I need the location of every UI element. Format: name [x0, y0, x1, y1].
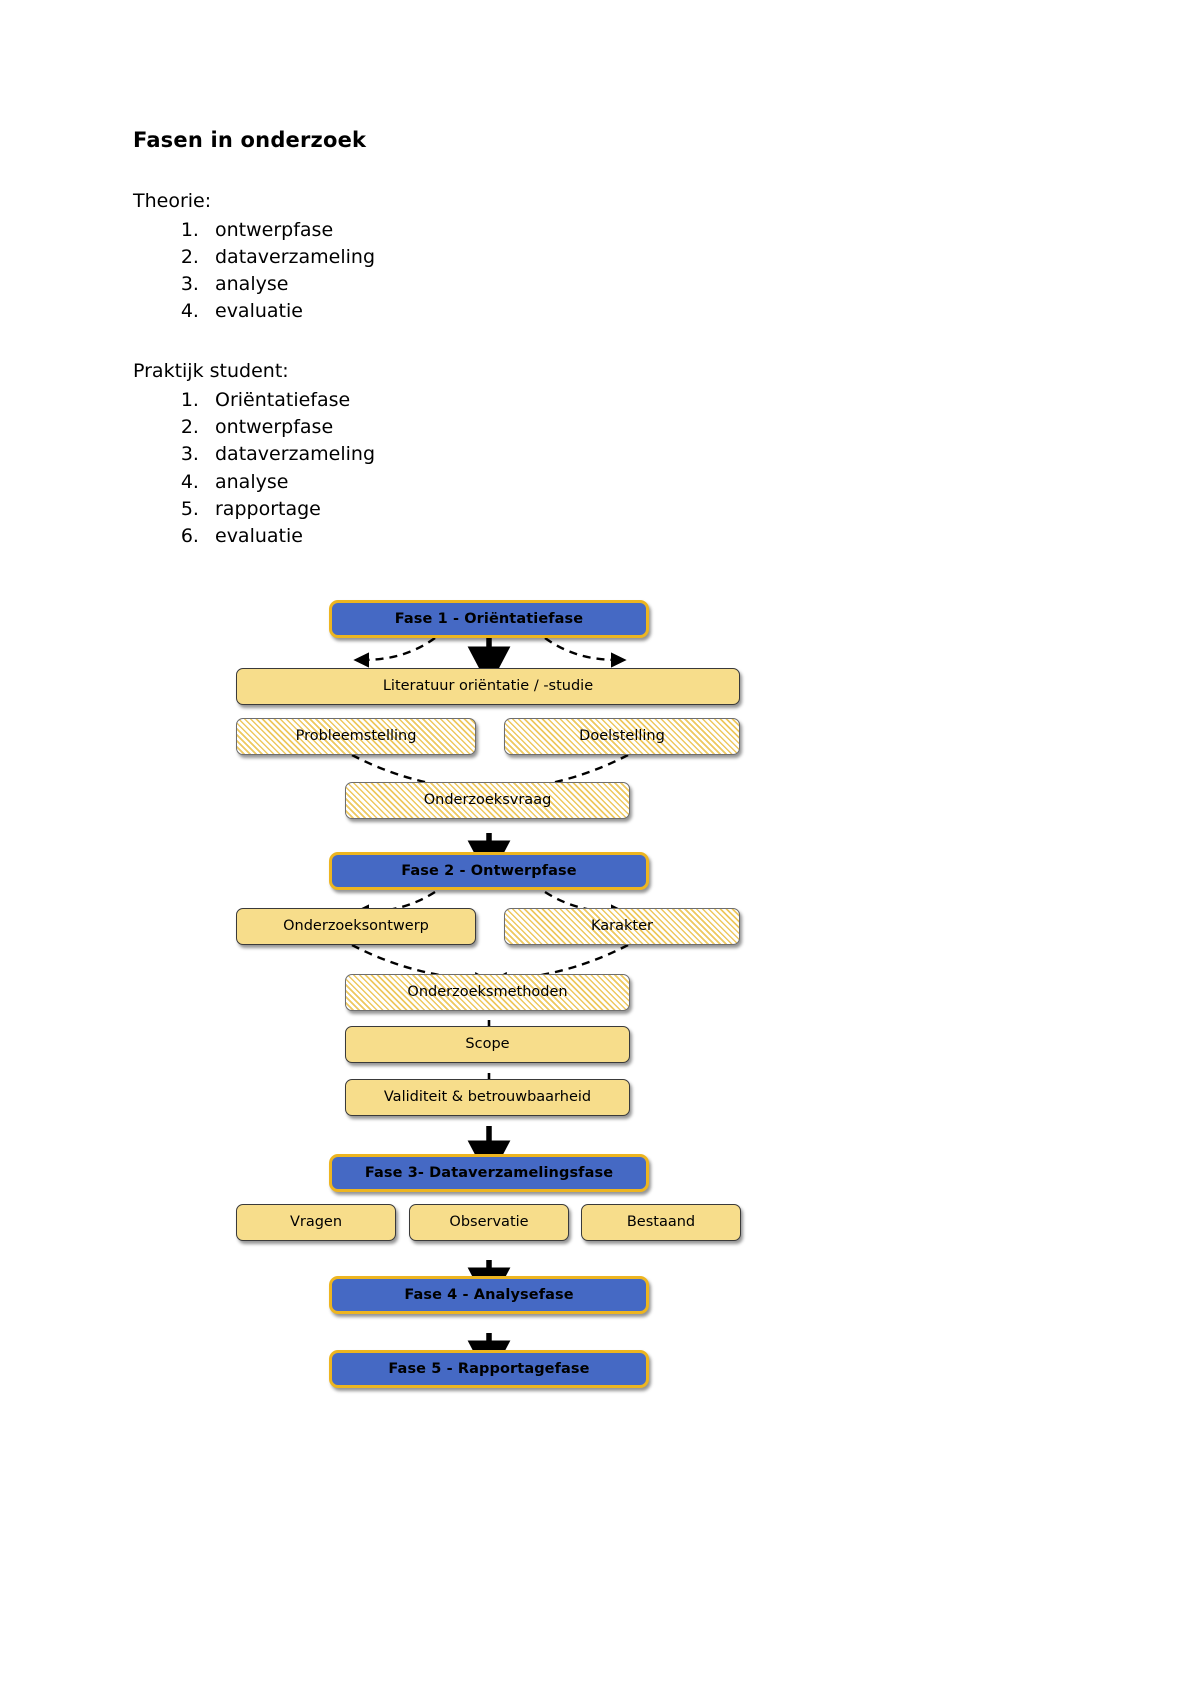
node-label: Fase 1 - Oriëntatiefase	[394, 610, 584, 627]
node-label: Probleemstelling	[295, 728, 417, 745]
phases-flowchart: Fase 1 - Oriëntatiefase Literatuur oriën…	[0, 580, 1200, 1420]
node-label: Fase 4 - Analysefase	[404, 1286, 574, 1303]
arrow-fase1-left-dashed	[353, 637, 436, 668]
node-validiteit[interactable]: Validiteit & betrouwbaarheid	[345, 1079, 630, 1116]
node-label: Observatie	[449, 1214, 529, 1231]
node-probleemstelling[interactable]: Probleemstelling	[236, 718, 476, 755]
node-label: Karakter	[591, 918, 653, 935]
node-label: Onderzoeksontwerp	[283, 918, 429, 935]
node-label: Onderzoeksmethoden	[407, 984, 568, 1001]
node-label: Doelstelling	[579, 728, 665, 745]
node-label: Scope	[465, 1036, 510, 1053]
node-fase1[interactable]: Fase 1 - Oriëntatiefase	[329, 600, 649, 638]
node-doelstelling[interactable]: Doelstelling	[504, 718, 740, 755]
list-item: dataverzameling	[205, 441, 833, 468]
node-label: Vragen	[289, 1214, 343, 1231]
node-fase4[interactable]: Fase 4 - Analysefase	[329, 1276, 649, 1314]
list-item: evaluatie	[205, 523, 833, 550]
list-item: rapportage	[205, 496, 833, 523]
node-onderzoeksvraag[interactable]: Onderzoeksvraag	[345, 782, 630, 819]
list-item: dataverzameling	[205, 244, 833, 271]
node-label: Validiteit & betrouwbaarheid	[383, 1089, 592, 1106]
arrow-fase1-right-dashed	[544, 637, 627, 668]
node-fase2[interactable]: Fase 2 - Ontwerpfase	[329, 852, 649, 890]
section-label-theorie: Theorie:	[133, 190, 212, 213]
node-label: Literatuur oriëntatie / -studie	[382, 678, 594, 695]
section-praktijk-student: Praktijk student: Oriëntatiefase ontwerp…	[133, 359, 833, 550]
node-label: Bestaand	[626, 1214, 696, 1231]
list-item: ontwerpfase	[205, 217, 833, 244]
node-bestaand[interactable]: Bestaand	[581, 1204, 741, 1241]
list-item: analyse	[205, 271, 833, 298]
list-item: ontwerpfase	[205, 414, 833, 441]
node-karakter[interactable]: Karakter	[504, 908, 740, 945]
text-content: Fasen in onderzoek Theorie: ontwerpfase …	[133, 128, 833, 576]
node-label: Fase 3- Dataverzamelingsfase	[364, 1164, 614, 1181]
list-item: evaluatie	[205, 298, 833, 325]
node-fase5[interactable]: Fase 5 - Rapportagefase	[329, 1350, 649, 1388]
node-label: Fase 5 - Rapportagefase	[388, 1360, 590, 1377]
list-praktijk: Oriëntatiefase ontwerpfase dataverzameli…	[133, 387, 833, 550]
node-onderzoeksmethoden[interactable]: Onderzoeksmethoden	[345, 974, 630, 1011]
node-observatie[interactable]: Observatie	[409, 1204, 569, 1241]
node-fase3[interactable]: Fase 3- Dataverzamelingsfase	[329, 1154, 649, 1192]
node-label: Fase 2 - Ontwerpfase	[401, 862, 577, 879]
node-literatuur[interactable]: Literatuur oriëntatie / -studie	[236, 668, 740, 705]
node-onderzoeksontwerp[interactable]: Onderzoeksontwerp	[236, 908, 476, 945]
section-theorie: Theorie: ontwerpfase dataverzameling ana…	[133, 189, 833, 325]
page-title: Fasen in onderzoek	[133, 128, 367, 152]
node-vragen[interactable]: Vragen	[236, 1204, 396, 1241]
section-label-praktijk: Praktijk student:	[133, 360, 289, 383]
list-theorie: ontwerpfase dataverzameling analyse eval…	[133, 217, 833, 326]
node-scope[interactable]: Scope	[345, 1026, 630, 1063]
node-label: Onderzoeksvraag	[423, 792, 552, 809]
list-item: analyse	[205, 469, 833, 496]
list-item: Oriëntatiefase	[205, 387, 833, 414]
